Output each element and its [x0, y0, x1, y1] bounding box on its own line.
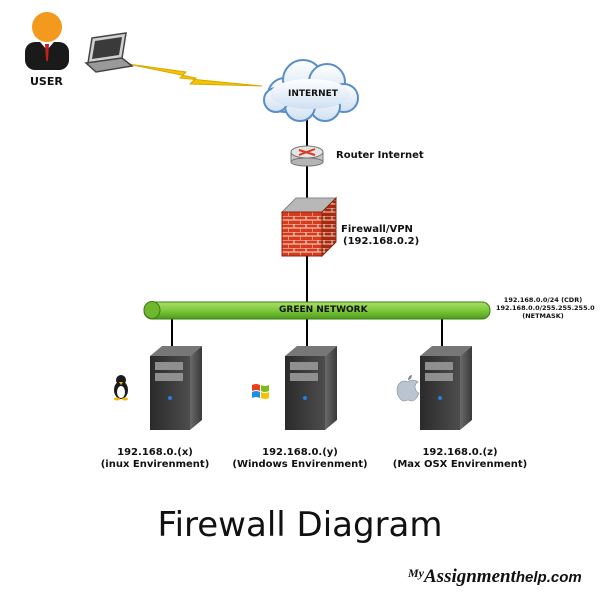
firewall-label-line1: Firewall/VPN: [341, 224, 413, 235]
linux-penguin-icon: [114, 375, 128, 401]
server-1-icon: [150, 346, 202, 430]
server-3-ip: 192.168.0.(z): [422, 447, 498, 458]
network-info: 192.168.0.0/24 (CDR) 192.168.0.0/255.255…: [496, 296, 595, 320]
router-label: Router Internet: [336, 150, 424, 161]
server-1-ip: 192.168.0.(x): [117, 447, 193, 458]
network-info-netmask-label: (NETMASK): [522, 312, 564, 320]
server-2-ip: 192.168.0.(y): [262, 447, 338, 458]
network-label: GREEN NETWORK: [279, 305, 368, 315]
router-icon: [290, 145, 324, 167]
brand-logo: MyAssignmenthelp.com: [408, 566, 594, 588]
server-3-env: (Max OSX Envirenment): [392, 459, 528, 470]
internet-label: INTERNET: [288, 89, 338, 99]
brand-my: My: [408, 566, 424, 580]
green-network-bar: [143, 301, 491, 320]
firewall-label-line2: (192.168.0.2): [343, 236, 420, 247]
user-icon: [25, 12, 69, 70]
server-2-icon: [285, 346, 337, 430]
diagram-title: Firewall Diagram: [157, 505, 443, 545]
wireless-lightning-icon: [127, 63, 263, 87]
internet-cloud-icon: [263, 59, 359, 122]
server-3-icon: [420, 346, 472, 430]
server-1-env: (inux Envirenment): [100, 459, 210, 470]
windows-logo-icon: [252, 384, 269, 399]
network-info-cdr: 192.168.0.0/24 (CDR): [503, 296, 583, 304]
brand-help: help.com: [515, 569, 582, 586]
network-info-netmask: 192.168.0.0/255.255.255.0: [496, 304, 595, 312]
brand-assignment: Assignment: [424, 566, 516, 587]
firewall-icon: [280, 196, 338, 258]
laptop-icon: [84, 32, 134, 73]
apple-logo-icon: [396, 375, 420, 402]
user-label: USER: [30, 75, 63, 88]
server-2-env: (Windows Envirenment): [232, 459, 368, 470]
